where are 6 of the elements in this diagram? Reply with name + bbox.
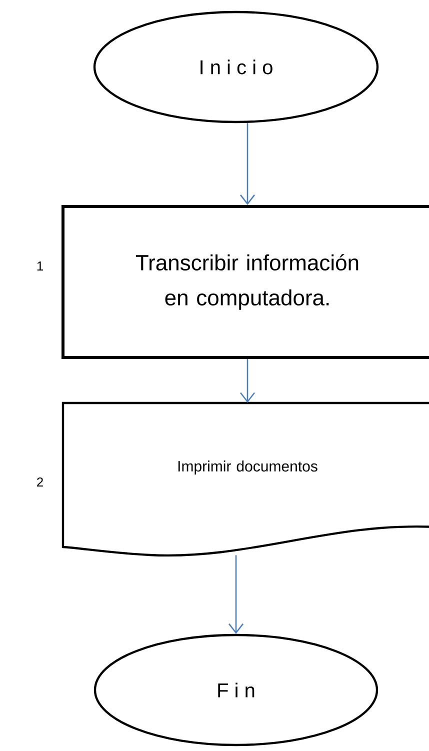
arrow	[240, 123, 256, 205]
process-box: Transcribir información en computadora.	[62, 205, 429, 359]
step-number: 1	[37, 262, 43, 270]
arrow	[228, 555, 244, 634]
step-number: 2	[37, 477, 43, 487]
arrow	[240, 359, 256, 403]
